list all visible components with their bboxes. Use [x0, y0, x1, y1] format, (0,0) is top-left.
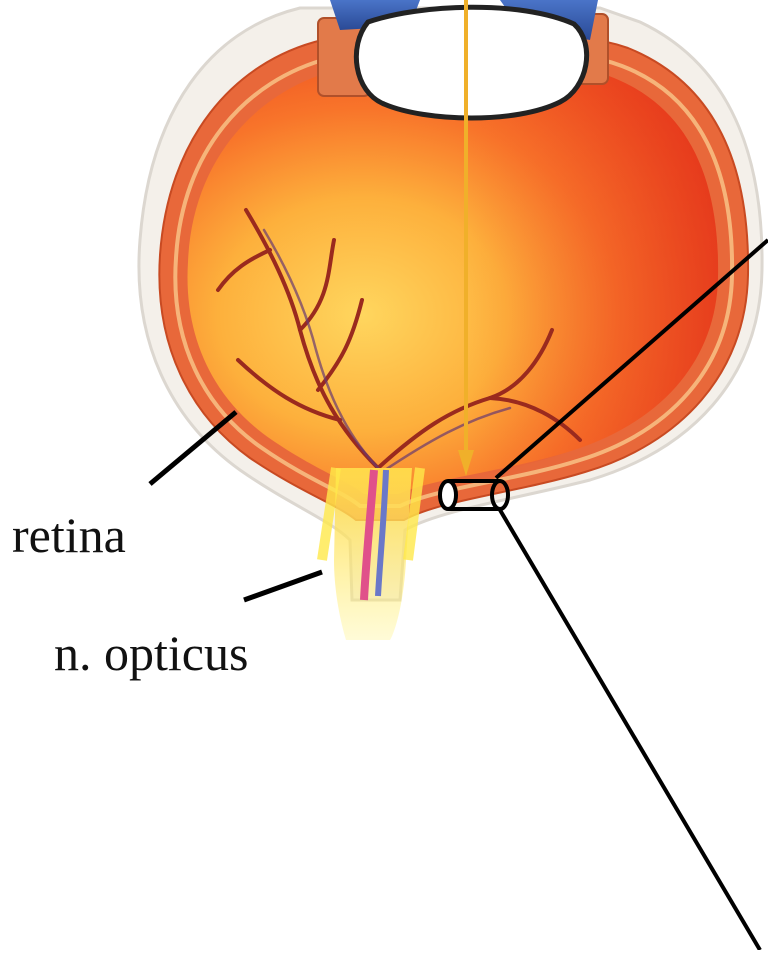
optic-nerve-label: n. opticus	[54, 628, 248, 678]
retina-label: retina	[12, 510, 126, 560]
lens	[356, 7, 586, 118]
opticus-pointer-line	[244, 572, 322, 600]
zoom-line-lower	[500, 510, 760, 950]
